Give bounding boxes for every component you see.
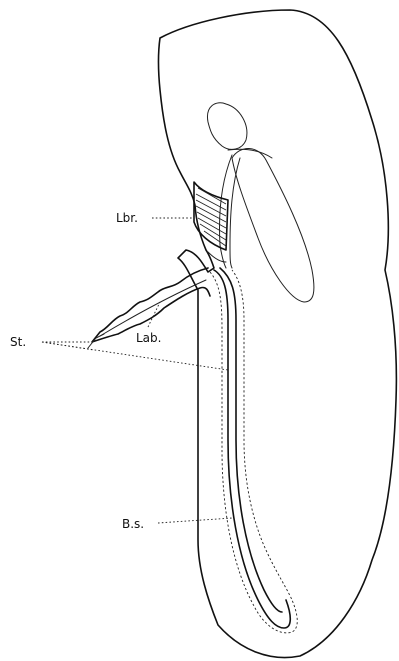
leader-bs <box>158 518 232 523</box>
label-lbr: Lbr. <box>116 211 138 225</box>
clypeus-lobe <box>207 103 246 150</box>
stylet-channel-inner <box>220 268 282 612</box>
pharynx-line-1 <box>228 149 272 158</box>
leader-st-3 <box>42 342 228 370</box>
labium-inner-line <box>100 280 206 336</box>
label-st: St. <box>10 335 26 349</box>
labrum-outline <box>194 182 228 250</box>
label-bs: B.s. <box>122 517 144 531</box>
head-capsule-outline <box>159 10 397 658</box>
label-lab: Lab. <box>136 331 161 345</box>
stylet-channel-outer <box>214 270 290 628</box>
buccal-sheath-dashed <box>210 270 297 633</box>
pharynx-line-3 <box>230 158 240 268</box>
pharyngeal-sac <box>232 148 314 302</box>
